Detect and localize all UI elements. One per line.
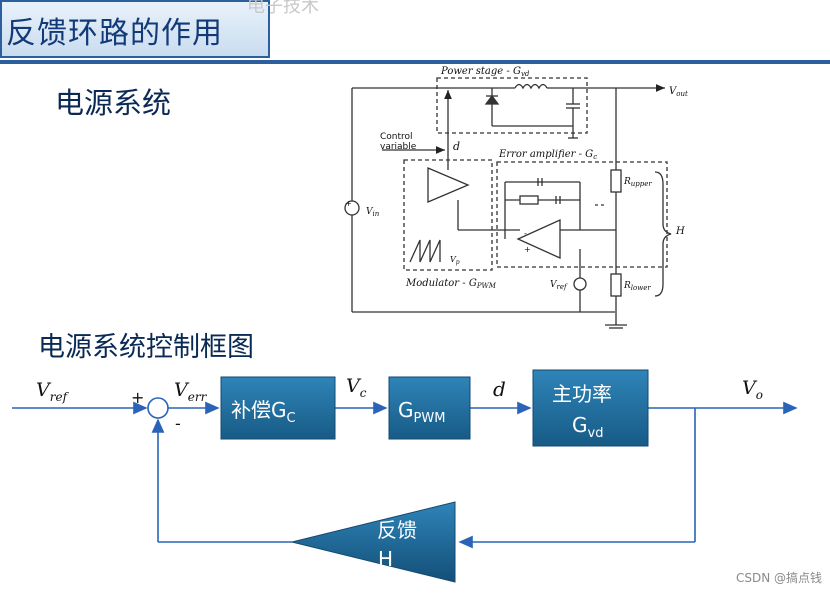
vin-plus: + — [345, 199, 352, 208]
pwm-block — [388, 376, 471, 440]
title-underline — [0, 60, 830, 64]
page-title: 反馈环路的作用 — [6, 16, 223, 51]
verr-label: Verr — [174, 379, 208, 404]
r-lower — [610, 273, 622, 297]
vin-source — [344, 200, 360, 216]
vo-label: Vo — [742, 377, 763, 402]
opamp-plus: + — [524, 245, 531, 254]
opamp-minus: - — [524, 229, 527, 238]
modulator-box — [403, 159, 493, 271]
control-variable-label-1: Control — [380, 132, 413, 142]
vp-label: Vp — [450, 255, 460, 266]
r-upper — [610, 169, 622, 193]
r-upper-label: Rupper — [623, 177, 652, 188]
compensator-block — [220, 376, 336, 440]
compensator-label: 补偿GC — [231, 398, 296, 426]
plant-block — [532, 369, 649, 447]
block-diagram — [12, 397, 798, 549]
error-amp-label: Error amplifier - Gc — [498, 149, 597, 161]
inductor — [514, 83, 548, 90]
error-amp-box — [496, 161, 668, 268]
diode — [484, 94, 500, 105]
feedback-resistor — [519, 195, 539, 205]
modulator-label: Modulator - GPWM — [405, 278, 497, 290]
vc-label: Vc — [346, 375, 367, 400]
section-title-power-system: 电源系统 — [55, 86, 172, 120]
comparator — [427, 167, 470, 203]
circuit-schematic — [344, 77, 672, 329]
d-label-circuit: d — [453, 140, 460, 153]
feedback-label-2: H — [378, 547, 393, 571]
minus-sign: - — [175, 414, 181, 433]
vref-label: Vref — [36, 379, 70, 404]
vout-label: Vout — [669, 86, 688, 98]
d-label: d — [493, 377, 506, 401]
vref-label-circuit: Vref — [550, 280, 568, 291]
plant-label-1: 主功率 — [552, 382, 612, 406]
plant-label-2: Gvd — [572, 413, 603, 441]
section-title-control-block-diagram: 电源系统控制框图 — [38, 332, 254, 363]
r-lower-label: Rlower — [623, 281, 651, 292]
feedback-h-block — [291, 501, 456, 583]
watermark: CSDN @搞点钱 — [735, 571, 822, 585]
power-stage-label: Power stage - Gvd — [440, 66, 530, 78]
summing-junction — [147, 397, 169, 419]
plus-sign: + — [131, 388, 144, 407]
vin-label: Vin — [366, 207, 380, 218]
sawtooth — [409, 239, 441, 263]
faded-background-text: 电子技术 — [247, 0, 319, 17]
vref-source — [573, 277, 587, 291]
circuit-labels: Power stage - Gvd Vout Control variable … — [345, 66, 688, 292]
h-brace — [654, 171, 672, 297]
pwm-label: GPWM — [398, 398, 445, 426]
power-stage-box — [436, 77, 588, 134]
h-label-circuit: H — [675, 226, 685, 237]
block-signal-labels: Vref Verr Vc d Vo + - — [36, 375, 763, 433]
title-bar — [0, 0, 270, 58]
op-amp — [516, 218, 561, 260]
control-variable-label-2: variable — [380, 142, 417, 152]
feedback-label-1: 反馈 — [377, 518, 417, 542]
